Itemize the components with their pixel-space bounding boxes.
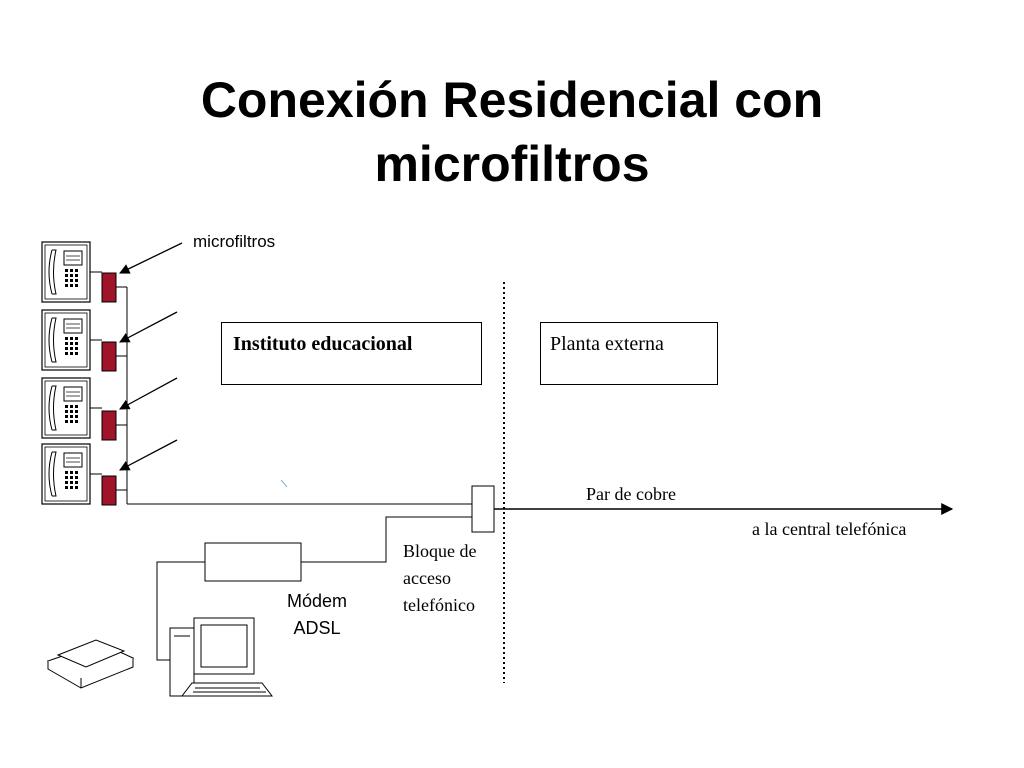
bloque-line-3: telefónico xyxy=(403,595,475,615)
bloque-line-1: Bloque de xyxy=(403,541,477,561)
slide-title: Conexión Residencial con microfiltros xyxy=(0,68,1024,196)
scanner-icon xyxy=(46,639,135,689)
microfilter-arrows xyxy=(119,242,183,471)
microfilter-2 xyxy=(101,341,117,372)
modem-line-1: Módem xyxy=(286,591,348,611)
bloque-line-2: acceso xyxy=(403,568,451,588)
microfiltros-label: microfiltros xyxy=(193,232,276,251)
planta-box xyxy=(540,322,718,385)
modem-label: Módem ADSL xyxy=(272,588,362,642)
access-block xyxy=(471,485,495,533)
stray-mark xyxy=(280,479,288,488)
planta-label: Planta externa xyxy=(550,333,664,355)
par-cobre-label: Par de cobre xyxy=(586,484,676,504)
microfilter-1 xyxy=(101,272,117,303)
adsl-modem xyxy=(204,542,302,582)
instituto-label: Instituto educacional xyxy=(233,333,413,355)
bloque-label: Bloque de acceso telefónico xyxy=(403,538,477,619)
title-line-2: microfiltros xyxy=(374,136,650,192)
microfilter-4 xyxy=(101,475,117,506)
central-label: a la central telefónica xyxy=(752,519,907,539)
instituto-box xyxy=(221,322,482,385)
phone-icon-4 xyxy=(41,443,91,505)
modem-line-2: ADSL xyxy=(293,618,341,638)
phone-icon-3 xyxy=(41,377,91,439)
title-line-1: Conexión Residencial con xyxy=(200,72,824,128)
computer-icon xyxy=(169,617,274,697)
home-wiring xyxy=(90,271,472,505)
phone-icon-2 xyxy=(41,309,91,371)
modem-wiring xyxy=(156,516,472,661)
phone-icon-1 xyxy=(41,241,91,303)
microfilter-3 xyxy=(101,410,117,441)
